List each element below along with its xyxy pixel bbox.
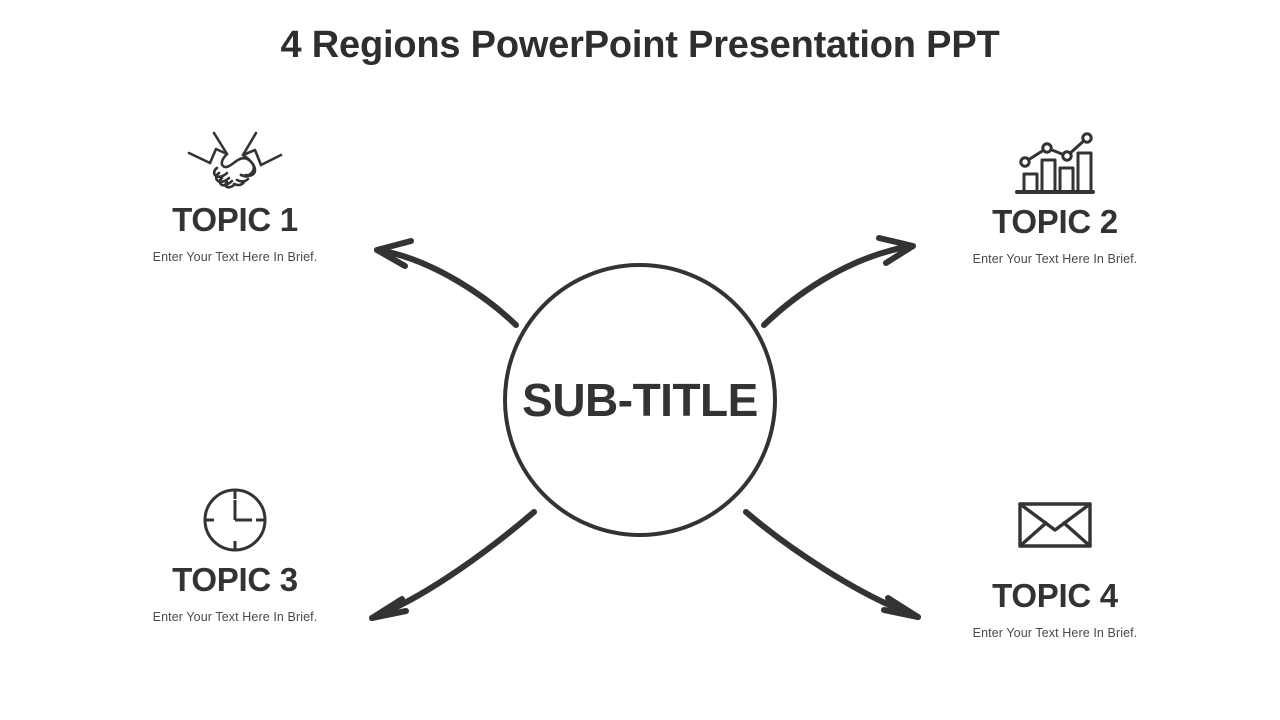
topic-block-2[interactable]: TOPIC 2 Enter Your Text Here In Brief. xyxy=(905,124,1205,266)
topic-description: Enter Your Text Here In Brief. xyxy=(972,252,1138,267)
topic-title: TOPIC 2 xyxy=(992,203,1118,240)
arrow-to-topic-1 xyxy=(374,238,519,328)
page-title: 4 Regions PowerPoint Presentation PPT xyxy=(280,24,1000,66)
arrow-to-topic-2 xyxy=(761,235,916,328)
topic-block-1[interactable]: TOPIC 1 Enter Your Text Here In Brief. xyxy=(85,124,385,264)
topic-description: Enter Your Text Here In Brief. xyxy=(972,626,1138,641)
topic-title: TOPIC 4 xyxy=(992,577,1118,614)
topic-title: TOPIC 3 xyxy=(172,561,298,598)
clock-icon xyxy=(85,484,385,560)
topic-title: TOPIC 1 xyxy=(172,201,298,238)
handshake-icon xyxy=(85,124,385,200)
topic-description: Enter Your Text Here In Brief. xyxy=(152,610,318,625)
topic-block-4[interactable]: TOPIC 4 Enter Your Text Here In Brief. xyxy=(905,484,1205,640)
center-subtitle: SUB-TITLE xyxy=(522,374,758,426)
bar-chart-growth-icon xyxy=(905,124,1205,202)
topic-description: Enter Your Text Here In Brief. xyxy=(152,250,318,265)
topic-block-3[interactable]: TOPIC 3 Enter Your Text Here In Brief. xyxy=(85,484,385,624)
envelope-icon xyxy=(905,484,1205,576)
